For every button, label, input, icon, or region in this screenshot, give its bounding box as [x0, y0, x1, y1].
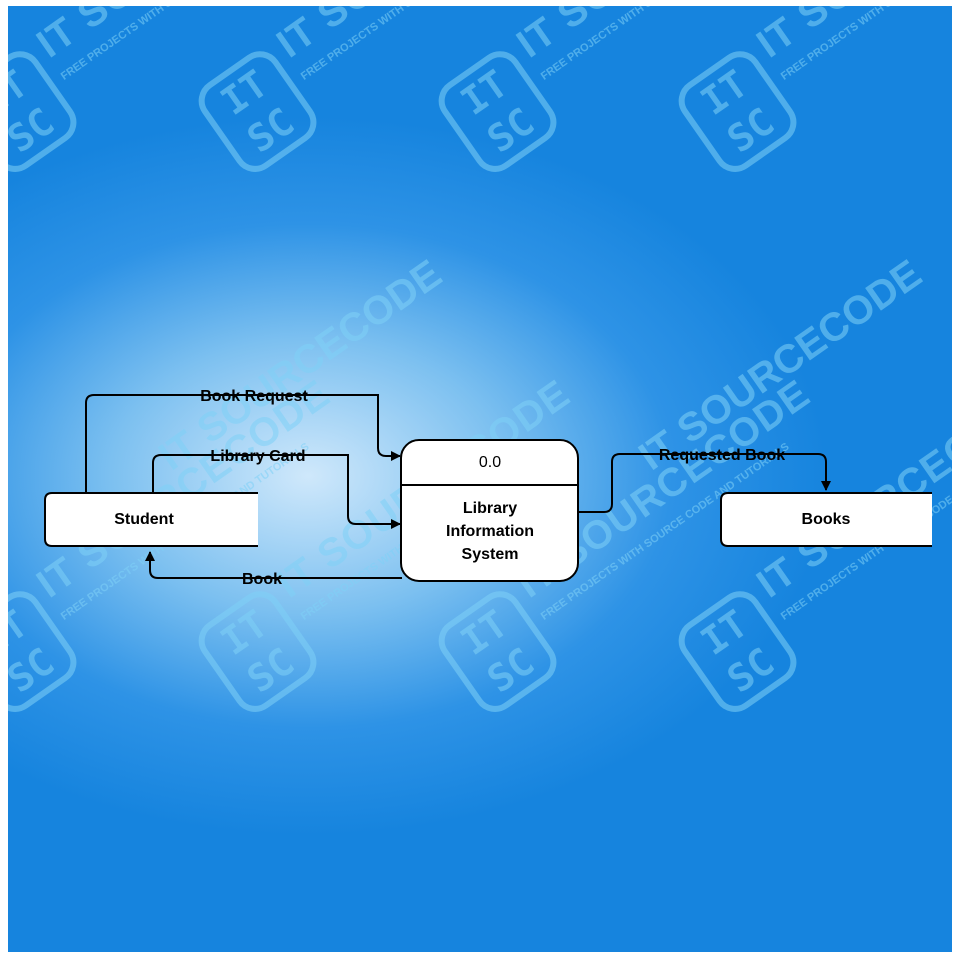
process-name-line1: Library: [463, 500, 517, 517]
flow-book-request-label: Book Request: [200, 388, 308, 405]
flow-library-card[interactable]: Library Card: [152, 448, 401, 529]
process-shape: [400, 439, 579, 582]
flow-book-request[interactable]: Book Request: [85, 383, 401, 494]
flow-requested-book[interactable]: Requested Book: [579, 447, 831, 513]
process-name-line2: Information: [446, 523, 534, 540]
process-name-line3: System: [462, 546, 519, 563]
entity-books[interactable]: Books: [720, 492, 932, 547]
process-id: 0.0: [479, 454, 501, 471]
flow-library-card-label: Library Card: [210, 448, 305, 465]
flow-book-label: Book: [242, 571, 282, 588]
process-library-information-system[interactable]: 0.0 Library Information System: [400, 439, 579, 582]
entity-student[interactable]: Student: [44, 492, 258, 547]
data-flow-diagram: Book Request Library Card Book Requested…: [44, 383, 932, 588]
entity-student-shape: [44, 492, 258, 547]
flow-requested-book-label: Requested Book: [659, 447, 785, 464]
flow-requested-book-line: [579, 453, 831, 513]
entity-books-shape: [720, 492, 932, 547]
flow-library-card-line: [152, 454, 401, 529]
flow-book-request-line: [85, 394, 401, 494]
flow-book-line: [145, 551, 402, 579]
flow-book[interactable]: Book: [145, 551, 402, 588]
entity-student-label: Student: [114, 511, 174, 528]
entity-books-label: Books: [802, 511, 851, 528]
